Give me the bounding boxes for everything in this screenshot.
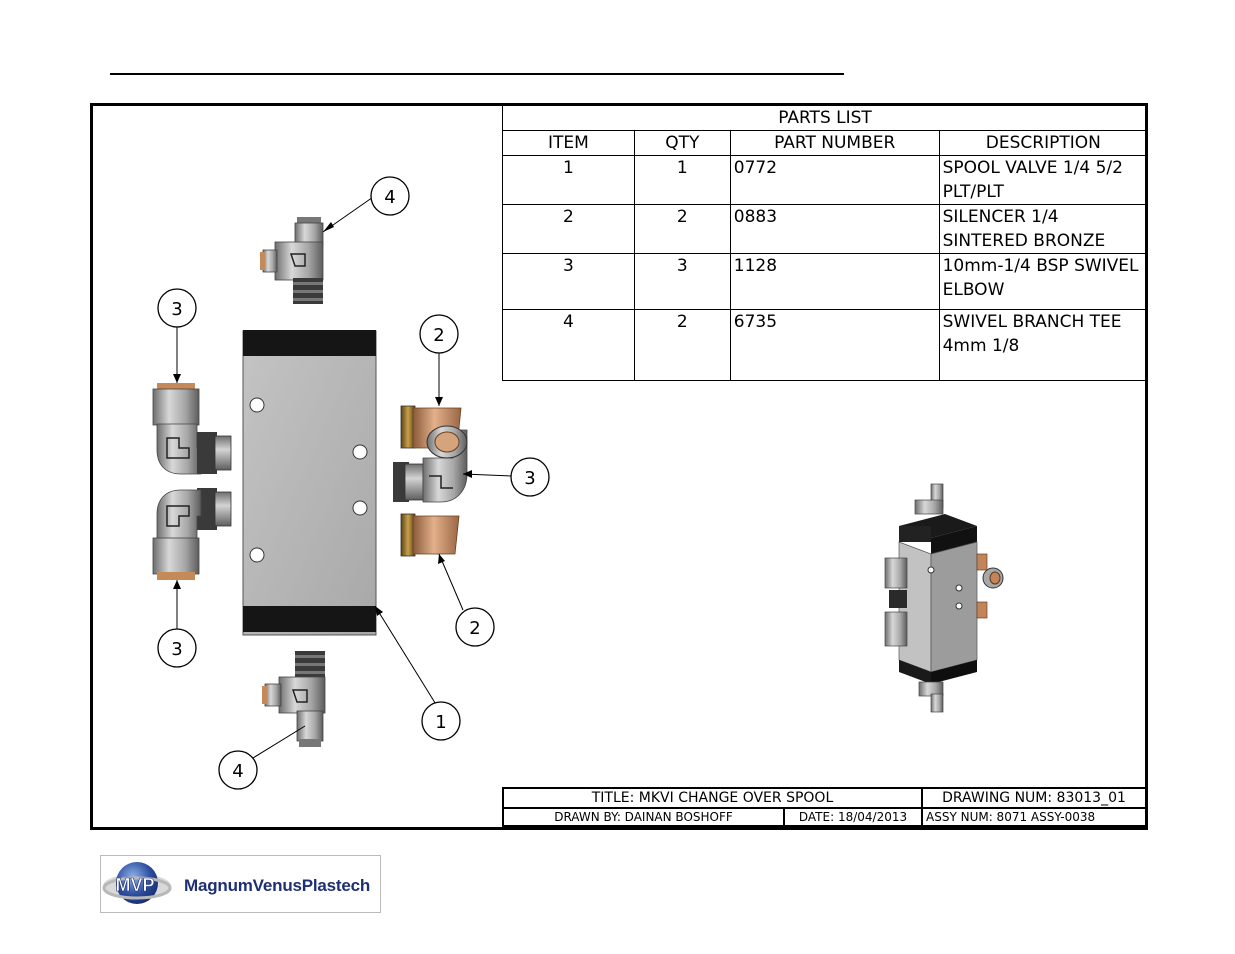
item-cell: 2 [502,204,635,254]
drawn-by: DRAWN BY: DAINAN BOSHOFF [502,807,785,827]
description-line: SINTERED BRONZE [942,231,1106,251]
balloon-3-left-lower: 3 [157,628,197,668]
balloon-2-upper: 2 [419,314,459,354]
drawing-title: TITLE: MKVI CHANGE OVER SPOOL [502,787,923,809]
description-line: SILENCER 1/4 [942,207,1059,227]
isometric-view [884,483,1004,713]
swivel-elbow-right [393,425,468,503]
company-logo: MVP MagnumVenusPlastech [100,855,381,913]
part-number-cell: 0772 [729,155,940,205]
description-line: PLT/PLT [942,182,1004,202]
part-number-cell: 1128 [729,253,940,310]
leader-arrowheads [173,222,472,616]
part-number-cell: 0883 [729,204,940,254]
parts-list-header-row: ITEM QTY PART NUMBER DESCRIPTION [502,130,1147,156]
description-line: SPOOL VALVE 1/4 5/2 [942,158,1123,178]
qty-cell: 1 [633,155,731,205]
description-cell: SWIVEL BRANCH TEE 4mm 1/8 [938,309,1147,381]
drawing-date: DATE: 18/04/2013 [783,807,923,827]
spool-valve [242,330,377,636]
balloon-4-top: 4 [370,176,410,216]
swivel-elbow-left-upper [152,383,232,475]
svg-text:1: 1 [435,712,446,733]
header-rule [110,73,844,75]
balloon-3-left-upper: 3 [157,288,197,328]
qty-cell: 2 [633,204,731,254]
mvp-globe-icon: MVP [102,862,172,904]
svg-text:3: 3 [171,299,182,320]
drawing-number: DRAWING NUM: 83013_01 [921,787,1147,809]
description-line: ELBOW [942,280,1005,300]
description-line: SWIVEL BRANCH TEE [942,312,1122,332]
col-header-description: DESCRIPTION [938,130,1147,156]
parts-list-title: PARTS LIST [502,106,1147,131]
branch-tee-bottom [262,651,326,747]
svg-text:3: 3 [524,468,535,489]
parts-list-table: PARTS LIST ITEM QTY PART NUMBER DESCRIPT… [502,106,1147,381]
title-block: TITLE: MKVI CHANGE OVER SPOOL DRAWING NU… [502,787,1147,827]
assembly-number: ASSY NUM: 8071 ASSY-0038 [921,807,1147,827]
item-cell: 4 [502,309,635,381]
item-cell: 1 [502,155,635,205]
balloon-2-lower: 2 [455,607,495,647]
col-header-qty: QTY [633,130,731,156]
svg-text:4: 4 [384,187,395,208]
company-name: MagnumVenusPlastech [184,876,371,895]
exploded-view-drawing: 4 3 2 3 2 3 1 4 [152,176,1004,790]
item-cell: 3 [502,253,635,310]
balloon-3-right: 3 [510,457,550,497]
qty-cell: 3 [633,253,731,310]
svg-text:3: 3 [171,639,182,660]
branch-tee-top [260,217,324,304]
balloon-1: 1 [421,701,461,741]
drawing-frame: 4 3 2 3 2 3 1 4 [90,103,1148,830]
svg-text:4: 4 [232,761,243,782]
description-cell: 10mm-1/4 BSP SWIVEL ELBOW [938,253,1147,310]
col-header-part-number: PART NUMBER [729,130,940,156]
swivel-elbow-left-lower [152,488,232,580]
svg-text:MVP: MVP [115,875,154,895]
balloon-4-bottom: 4 [218,750,258,790]
table-row: 4 2 6735 SWIVEL BRANCH TEE 4mm 1/8 [502,309,1147,381]
silencer-lower [400,513,460,557]
svg-text:2: 2 [469,618,480,639]
description-line: 4mm 1/8 [942,336,1020,356]
description-line: 10mm-1/4 BSP SWIVEL [942,256,1139,276]
col-header-item: ITEM [502,130,635,156]
part-number-cell: 6735 [729,309,940,381]
svg-text:2: 2 [433,325,444,346]
qty-cell: 2 [633,309,731,381]
table-row: 3 3 1128 10mm-1/4 BSP SWIVEL ELBOW [502,253,1147,310]
